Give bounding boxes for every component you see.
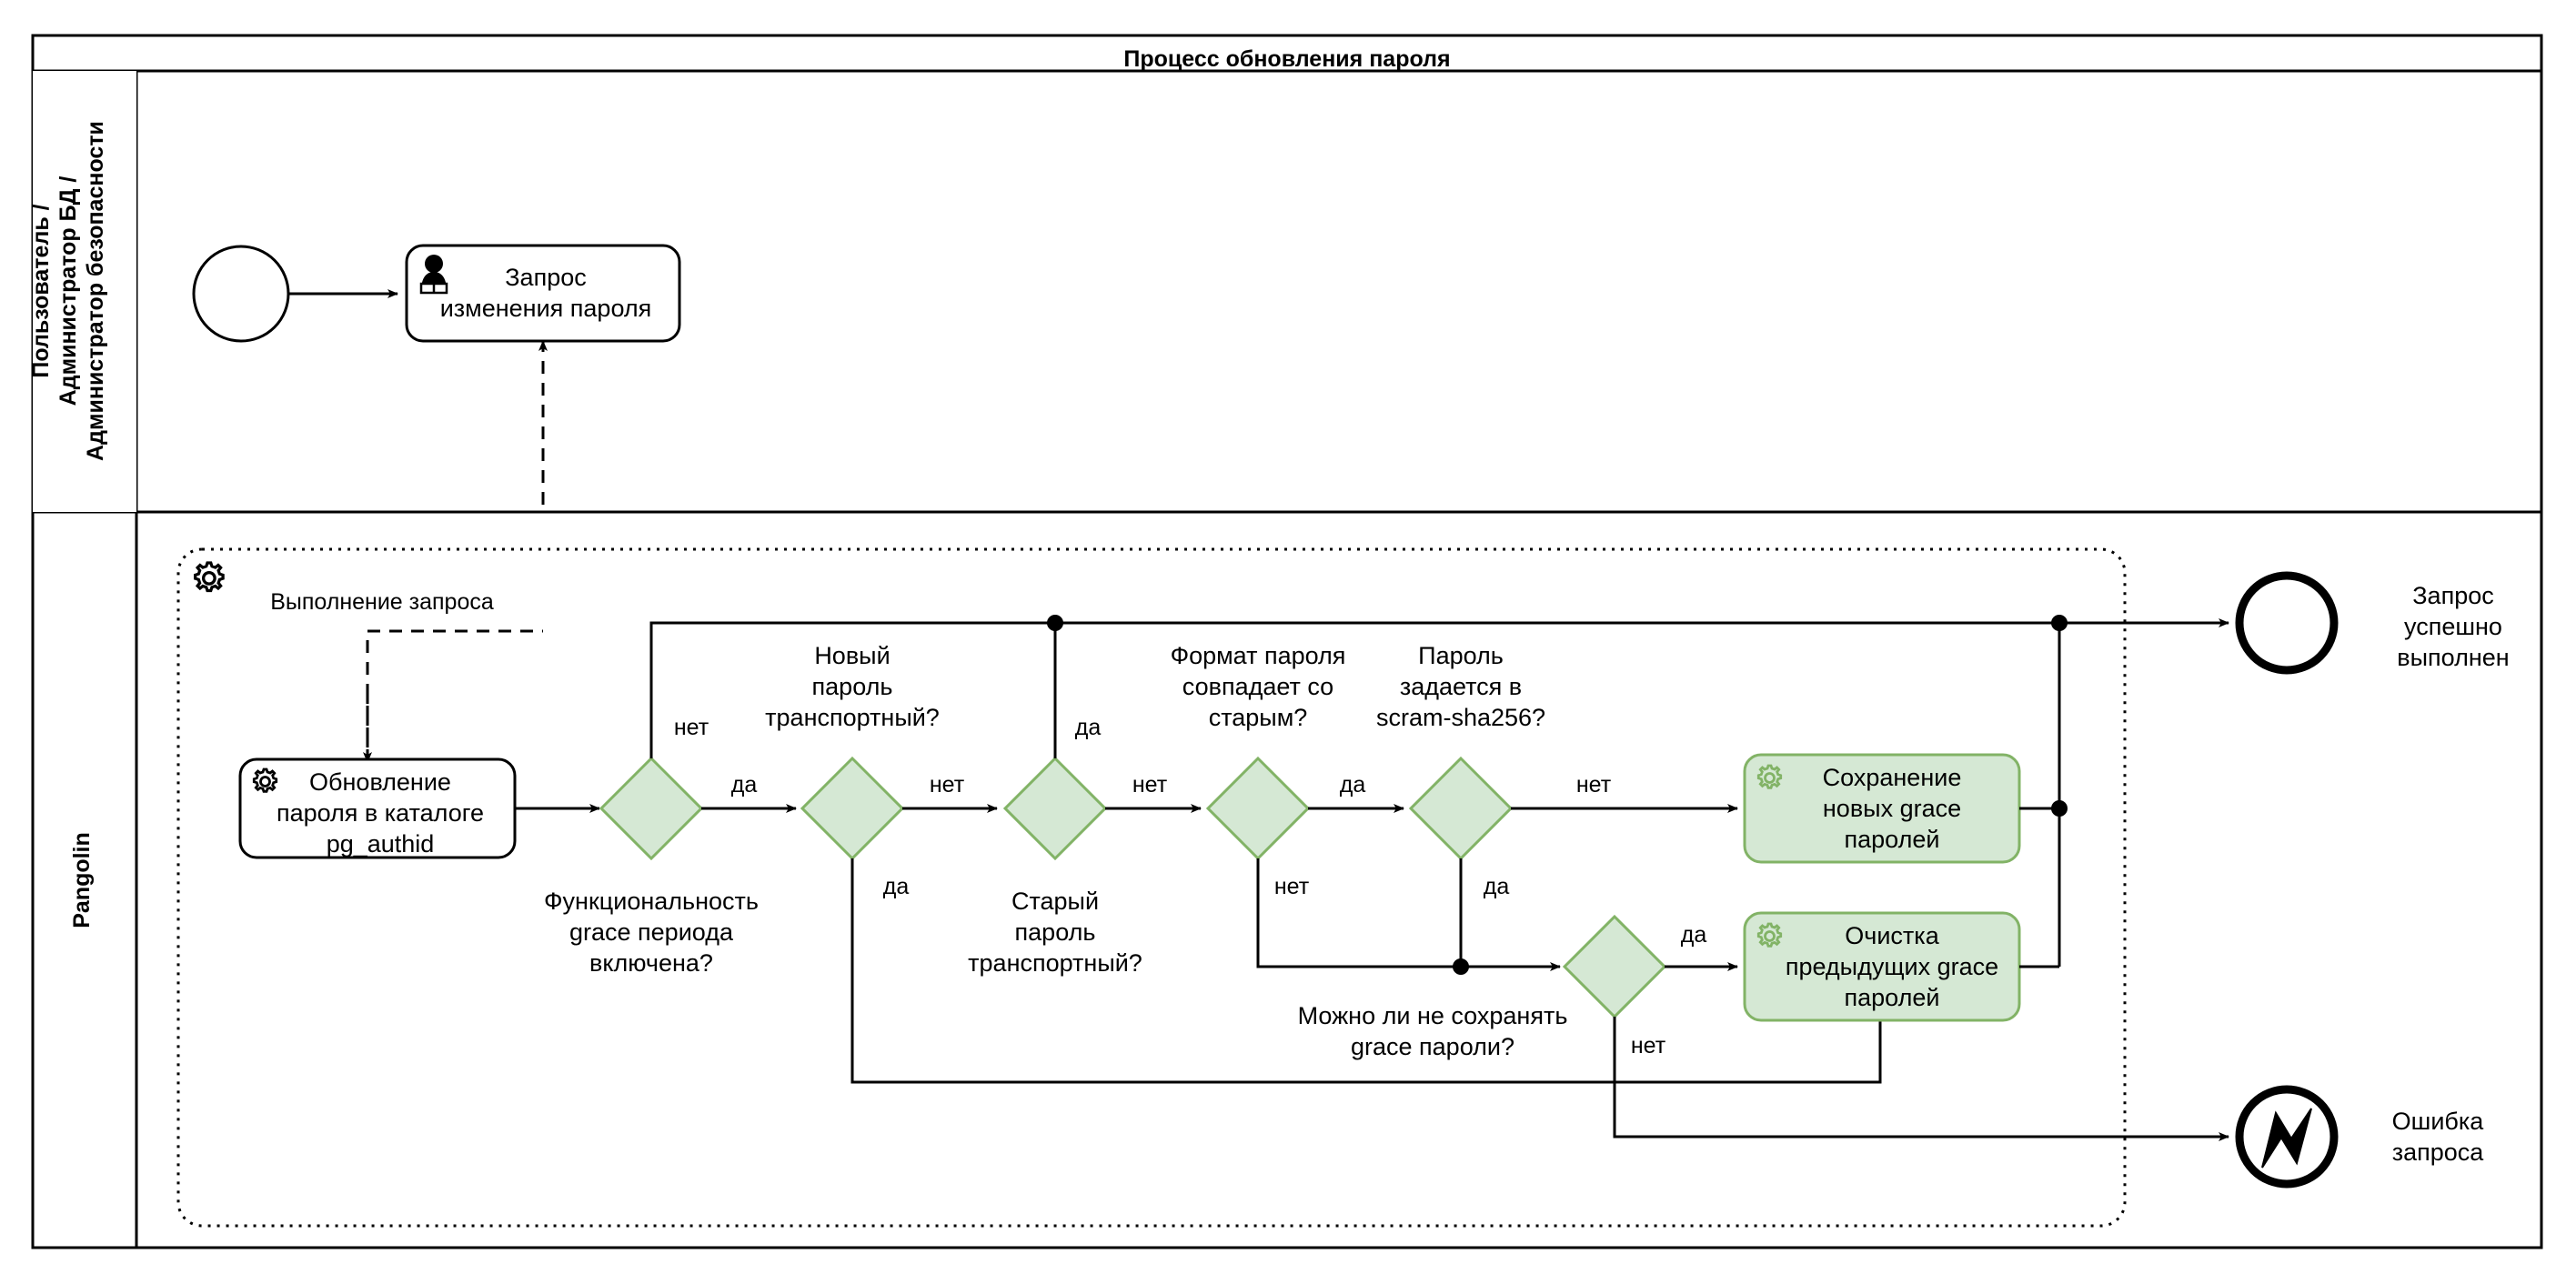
gateway-old-pass-line3: транспортный? [968,949,1142,977]
end-success-line2: успешно [2404,613,2502,640]
task-clean-line1: Очистка [1845,922,1939,949]
task-save-new-grace-passwords[interactable]: Сохранение новых grace паролей [1743,753,2021,864]
flow-label-scram-no: нет [1576,772,1612,798]
flow-label-oldpass-yes: да [1075,715,1102,740]
flow-label-scram-yes: да [1484,874,1510,899]
gear-icon [194,561,225,593]
flow-gw-skip-no [1613,1017,2229,1141]
flow-label-format-no: нет [1274,874,1310,899]
flow-label-oldpass-no: нет [1132,772,1168,798]
task-request-label-line1: Запрос [505,264,586,291]
message-flow-label: Выполнение запроса [270,589,494,615]
flow-label-grace-yes: да [731,772,758,798]
gateway-new-pass-line2: пароль [812,673,893,700]
gateway-new-pass-line3: транспортный? [765,704,940,731]
gateway-format-line3: старым? [1209,704,1308,731]
flow-label-skip-yes: да [1681,922,1707,948]
task-update-line2: пароля в каталоге [277,799,484,827]
lane-user-label-line3: Администратор безопасности [83,121,108,461]
flow-gw-grace-no [649,621,1055,758]
task-request-password-change[interactable]: Запрос изменения пароля [405,244,681,343]
gateway-format-line2: совпадает со [1182,673,1333,700]
end-event-success[interactable]: Запрос успешно выполнен [2235,571,2510,675]
gateway-format-line1: Формат пароля [1171,642,1346,669]
flow-label-format-yes: да [1340,772,1366,798]
task-save-line3: паролей [1845,826,1940,853]
error-bolt-icon [2261,1108,2312,1169]
gateway-scram-line1: Пароль [1418,642,1504,669]
pool-title: Процесс обновления пароля [1123,46,1450,72]
task-save-line1: Сохранение [1823,764,1962,791]
gateway-old-pass-line2: пароль [1015,918,1096,946]
svg-text:Pangolin: Pangolin [69,832,95,928]
task-update-line3: pg_authid [327,830,435,858]
gateway-grace-enabled-line1: Функциональность [544,888,759,915]
gateway-old-password-transport[interactable]: Старый пароль транспортный? [968,756,1142,977]
end-error-line1: Ошибка [2392,1108,2485,1135]
end-success-line1: Запрос [2412,582,2493,609]
gear-icon [1756,922,1783,948]
gear-icon [1756,764,1783,789]
lane-pangolin-label: Pangolin [69,832,95,928]
task-update-password[interactable]: Обновление пароля в каталоге pg_authid [238,757,517,859]
lane-user-label-line1: Пользователь / [28,204,54,377]
start-event[interactable] [192,245,290,343]
gateway-skip-line1: Можно ли не сохранять [1298,1002,1568,1029]
gateway-scram-line3: scram-sha256? [1376,704,1545,731]
task-clean-line2: предыдущих grace [1786,953,1998,980]
flow-junction-dot-right-mid [2051,800,2068,817]
task-update-line1: Обновление [309,768,451,796]
flow-label-grace-no: нет [674,715,709,740]
end-error-line2: запроса [2392,1139,2485,1166]
gear-icon [252,767,278,793]
gateway-new-pass-line1: Новый [814,642,890,669]
task-save-line2: новых grace [1823,795,1961,822]
gateway-grace-enabled-line3: включена? [589,949,713,977]
lane-user-label-lines: Пользователь / Администратор БД / Админи… [28,71,136,512]
flow-gw-newpass-yes [850,858,1885,1084]
gateway-old-pass-line1: Старый [1011,888,1099,915]
gateway-format-matches[interactable]: Формат пароля совпадает со старым? [1171,642,1346,861]
end-event-error[interactable]: Ошибка запроса [2235,1085,2485,1189]
pool-container: Процесс обновления пароля [31,34,2543,1249]
flow-label-newpass-no: нет [930,772,965,798]
task-request-label-line2: изменения пароля [440,295,652,322]
gateway-grace-enabled-line2: grace периода [569,918,734,946]
lane-user-label-line2: Администратор БД / [55,176,81,406]
task-clean-previous-grace-passwords[interactable]: Очистка предыдущих grace паролей [1743,911,2021,1022]
flow-label-skip-no: нет [1631,1033,1666,1058]
task-clean-line3: паролей [1845,984,1940,1011]
user-icon [419,255,448,295]
gateway-skip-line2: grace пароли? [1351,1033,1514,1060]
flow-label-newpass-yes: да [883,874,910,899]
gateway-scram-sha256[interactable]: Пароль задается в scram-sha256? [1376,642,1545,861]
gateway-new-password-transport[interactable]: Новый пароль транспортный? [765,642,940,861]
gateway-scram-line2: задается в [1400,673,1522,700]
end-success-line3: выполнен [2397,644,2509,671]
gateway-skip-grace-save[interactable]: Можно ли не сохранять grace пароли? [1298,914,1667,1060]
gateway-grace-enabled[interactable]: Функциональность grace периода включена? [544,756,759,977]
